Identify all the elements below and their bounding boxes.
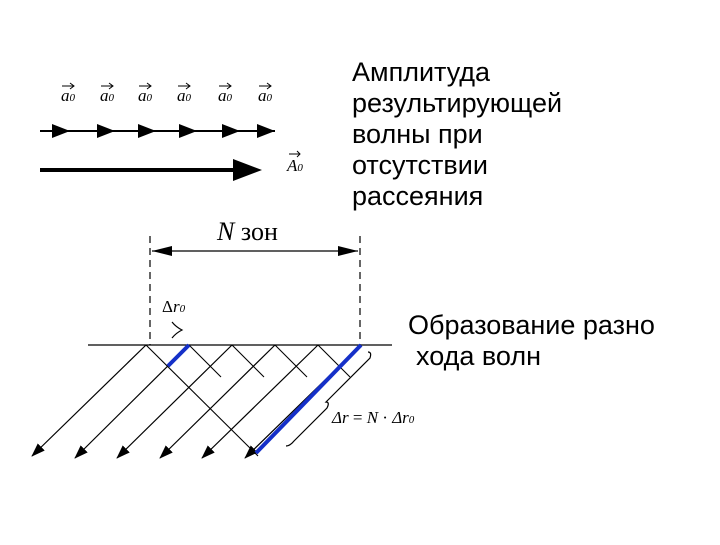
small-vector-label: a0: [177, 86, 191, 105]
path-difference-formula: Δr = N · Δr0: [332, 408, 415, 427]
path-difference-caption: Образование разно хода волн: [408, 310, 655, 372]
wavefront-line: [145, 344, 259, 457]
small-vector-label: a0: [61, 86, 75, 105]
small-vector-arrowhead: [52, 124, 70, 138]
small-vector-arrowhead: [222, 124, 240, 138]
path-difference-caption-line: Образование разно: [408, 310, 655, 340]
wavefront-lines: [145, 344, 351, 457]
small-vector-arrowhead: [97, 124, 115, 138]
wavefront-line: [317, 344, 351, 378]
amplitude-caption: Амплитуда результирующей волны при отсут…: [352, 57, 562, 212]
scattered-ray: [201, 344, 319, 459]
path-difference-caption-line: хода волн: [416, 341, 542, 371]
small-vector-arrowhead: [179, 124, 197, 138]
resultant-vector-arrowhead: [233, 159, 262, 181]
delta-r0-label: Δr0: [162, 297, 186, 316]
small-vector-label-arrows: [62, 82, 272, 90]
amplitude-caption-line: результирующей: [352, 88, 563, 118]
scattered-rays: [31, 344, 362, 459]
wavefront-line: [231, 344, 265, 378]
scattered-ray: [159, 344, 276, 459]
small-vector-arrowhead: [257, 124, 275, 138]
amplitude-caption-line: отсутствии: [352, 150, 488, 180]
vector-overarrow: [259, 82, 272, 90]
resultant-label-overarrow: [289, 150, 301, 158]
wavefront-line: [188, 344, 222, 378]
small-vector-arrowhead: [138, 124, 156, 138]
small-vector-arrowheads: [52, 124, 275, 138]
amplitude-caption-line: рассеяния: [352, 181, 484, 211]
zone-dimension-arrow-right: [338, 246, 358, 256]
amplitude-caption-line: Амплитуда: [352, 57, 491, 87]
wavefront-line: [274, 344, 308, 378]
vector-overarrow: [139, 82, 152, 90]
small-vector-label: a0: [218, 86, 232, 105]
small-vector-label: a0: [258, 86, 272, 105]
path-difference-segment-small: [166, 343, 191, 368]
scattered-ray: [31, 344, 147, 457]
path-difference-segment-total: [254, 343, 363, 455]
total-path-brace: [285, 351, 372, 447]
small-vector-label: a0: [100, 86, 114, 105]
vector-overarrow: [178, 82, 191, 90]
zones-label: N зон: [217, 217, 278, 246]
small-vector-label: a0: [138, 86, 152, 105]
scattered-ray: [116, 344, 233, 459]
delta-r0-brace: [171, 321, 184, 339]
vector-overarrow: [101, 82, 114, 90]
amplitude-caption-line: волны при: [352, 119, 483, 149]
zone-dimension-arrow-left: [152, 246, 172, 256]
vector-overarrow: [219, 82, 232, 90]
resultant-vector-label: A0: [287, 156, 303, 175]
vector-overarrow: [62, 82, 75, 90]
